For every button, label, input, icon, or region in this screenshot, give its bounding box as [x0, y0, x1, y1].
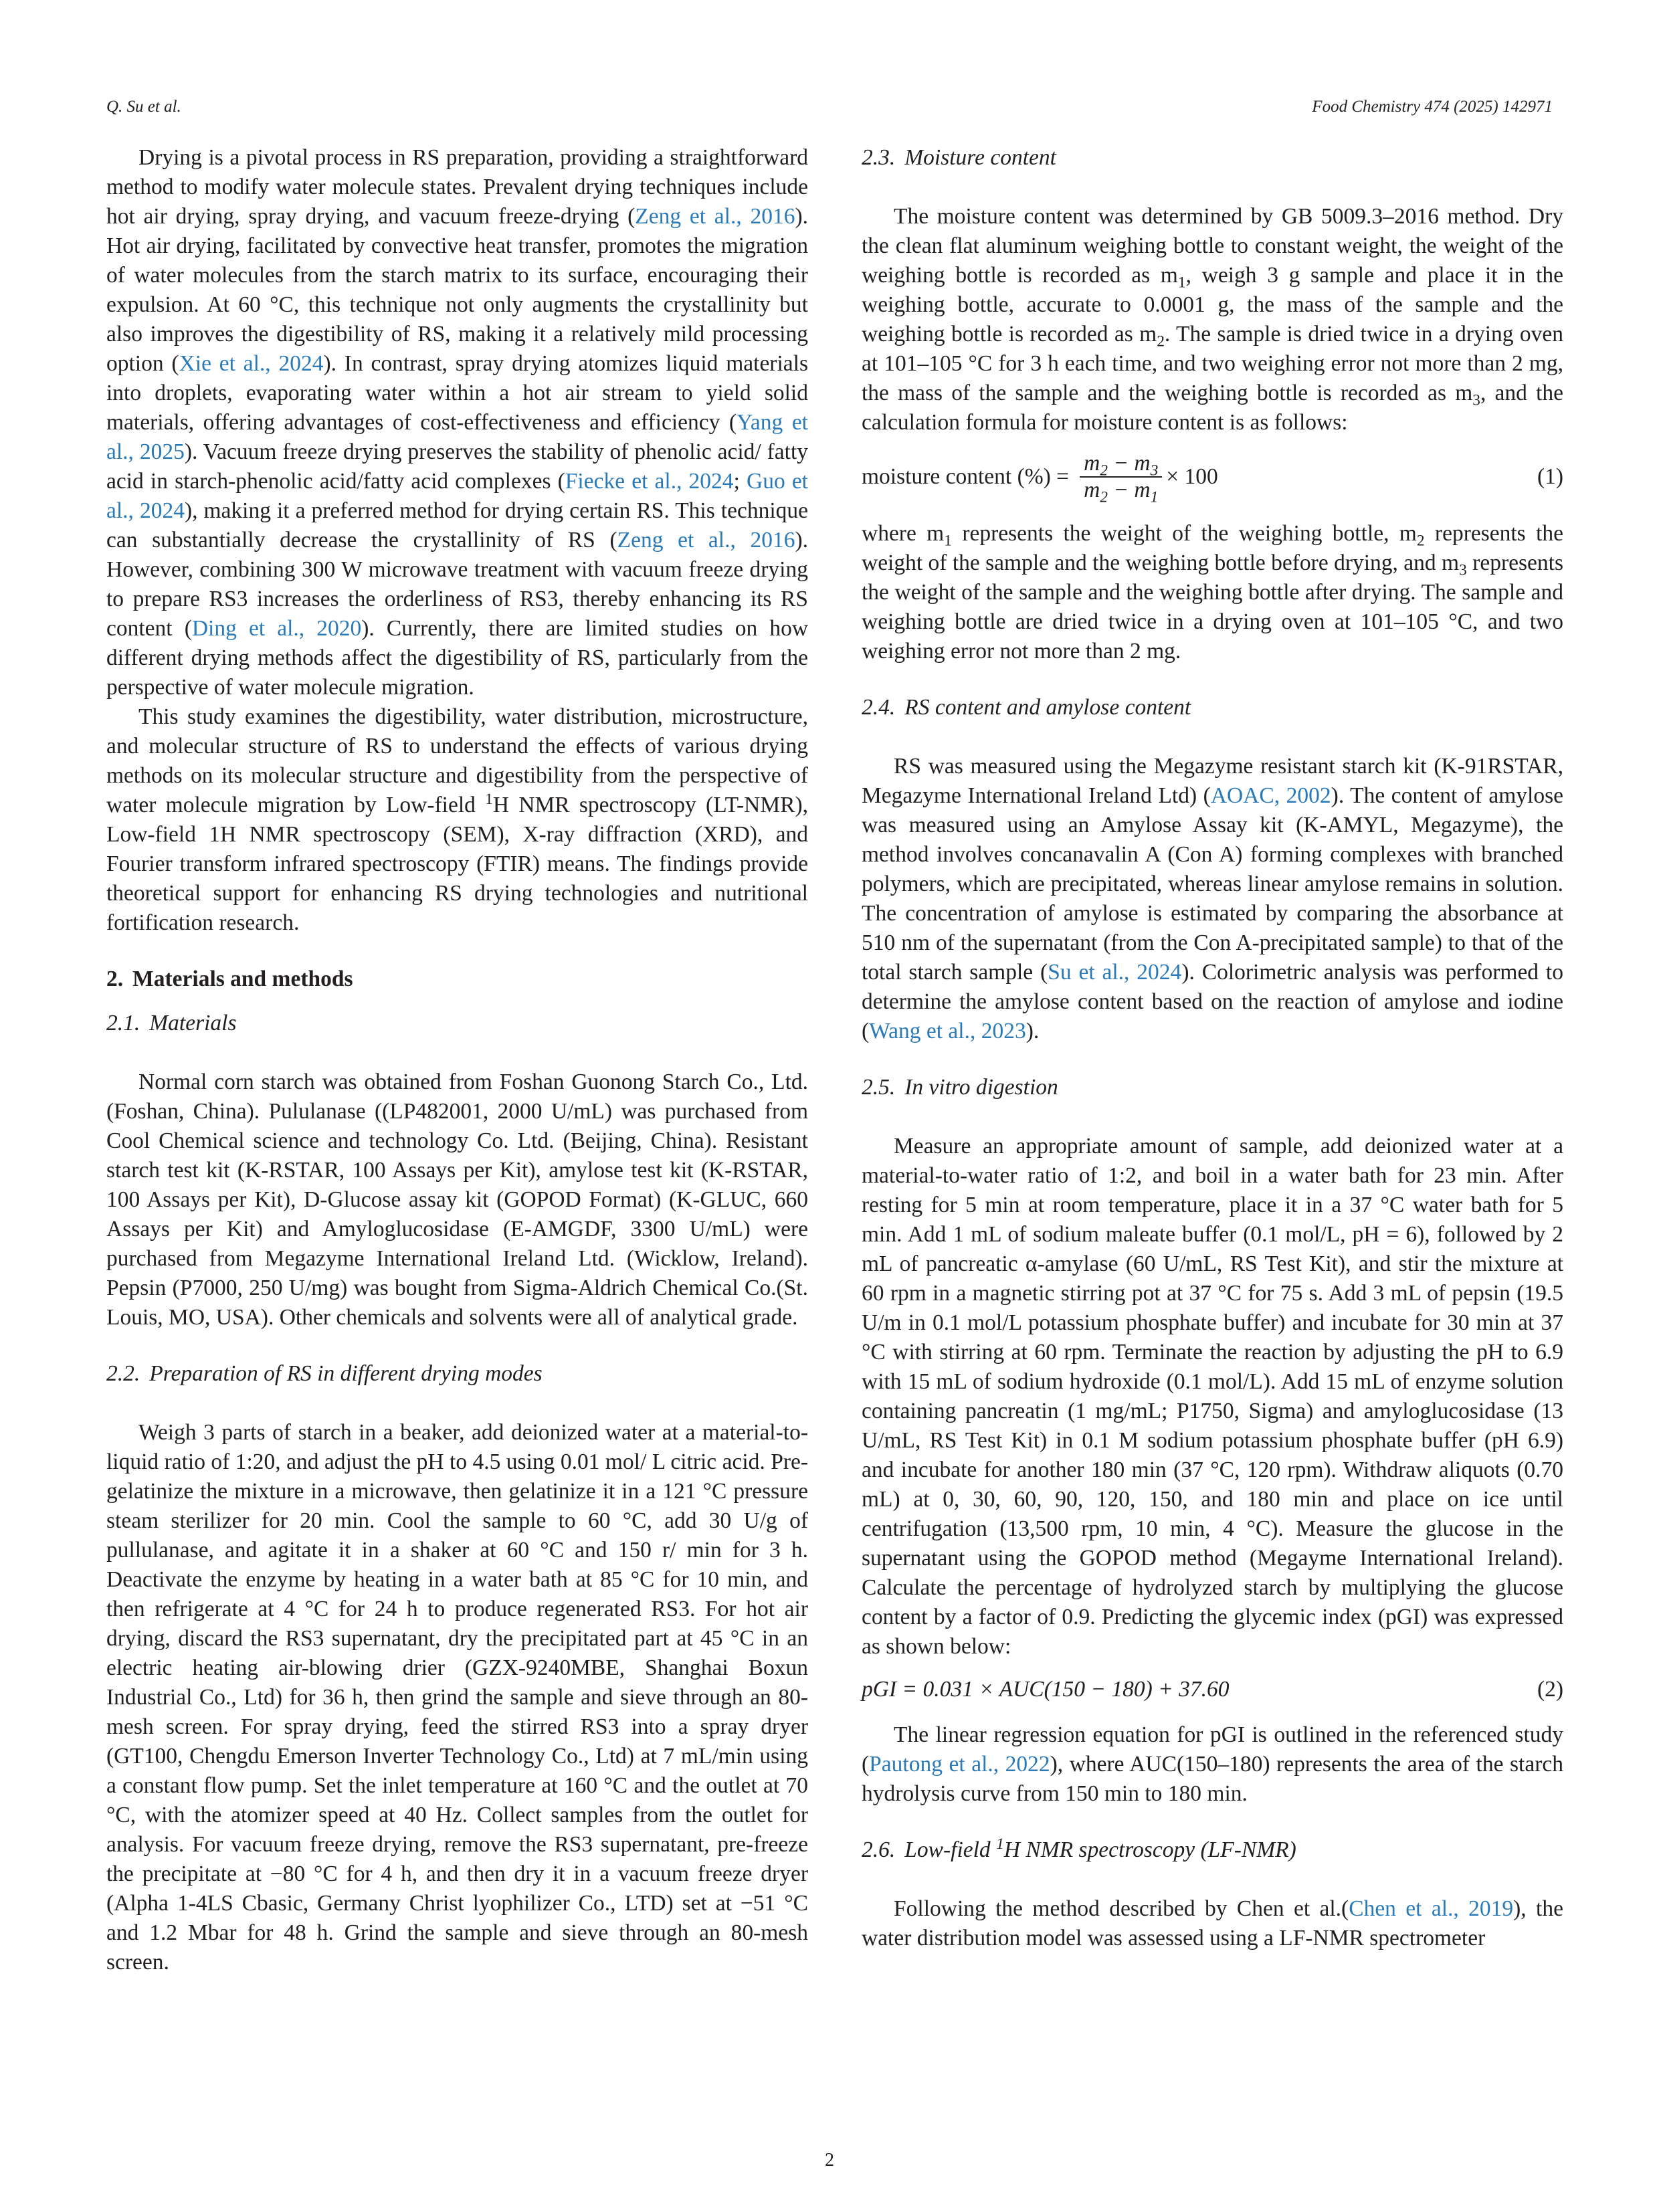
citation-link[interactable]: Xie et al., 2024 [179, 351, 324, 376]
paragraph-pgi: The linear regression equation for pGI i… [862, 1722, 1563, 1806]
page-number: 2 [825, 2150, 834, 2171]
paragraph-drying-intro: Drying is a pivotal process in RS prepar… [106, 145, 809, 700]
equation-1-number: (1) [1537, 464, 1563, 489]
citation-link[interactable]: Zeng et al., 2016 [635, 204, 795, 229]
paragraph-moisture: The moisture content was determined by G… [862, 204, 1564, 435]
subsection-heading-lf-nmr: 2.6.Low-field 1H NMR spectroscopy (LF-NM… [862, 1835, 1296, 1862]
equation-2-body: pGI = 0.031 × AUC(150 − 180) + 37.60 [862, 1677, 1230, 1702]
subsection-heading-moisture: 2.3.Moisture content [862, 145, 1056, 170]
equation-1-fraction: m2 − m3 m2 − m1 [1080, 451, 1163, 505]
subsection-heading-rs-content: 2.4.RS content and amylose content [862, 695, 1191, 720]
paragraph-lf-nmr: Following the method described by Chen e… [862, 1896, 1563, 1950]
paragraph-study-aim: This study examines the digestibility, w… [106, 704, 808, 935]
citation-link[interactable]: Wang et al., 2023 [869, 1019, 1026, 1043]
citation-link[interactable]: Su et al., 2024 [1048, 960, 1182, 985]
subsection-heading-in-vitro-digestion: 2.5.In vitro digestion [862, 1075, 1058, 1100]
paragraph-moisture-where: where m1 represents the weight of the we… [862, 521, 1564, 664]
left-column: Drying is a pivotal process in RS prepar… [106, 143, 808, 1977]
right-column: 2.3.Moisture content The moisture conten… [862, 143, 1563, 1953]
subsection-heading-preparation: 2.2.Preparation of RS in different dryin… [106, 1361, 543, 1386]
citation-link[interactable]: Yang et al., 2025 [106, 410, 808, 464]
citation-link[interactable]: Chen et al., 2019 [1349, 1896, 1514, 1921]
citation-link[interactable]: Pautong et al., 2022 [869, 1752, 1050, 1777]
paragraph-preparation: Weigh 3 parts of starch in a beaker, add… [106, 1420, 808, 1975]
running-header-authors: Q. Su et al. [106, 98, 181, 116]
citation-link[interactable]: Zeng et al., 2016 [617, 528, 795, 552]
citation-link[interactable]: Fiecke et al., 2024 [565, 469, 734, 494]
subsection-heading-materials: 2.1.Materials [106, 1011, 237, 1035]
equation-1-lhs: moisture content (%) = [862, 464, 1070, 489]
section-heading-materials-methods: 2.Materials and methods [106, 967, 353, 991]
equation-2: pGI = 0.031 × AUC(150 − 180) + 37.60 (2) [862, 1675, 1563, 1704]
paragraph-materials: Normal corn starch was obtained from Fos… [106, 1070, 808, 1330]
citation-link[interactable]: Guo et al., 2024 [106, 469, 808, 523]
paragraph-in-vitro-digestion: Measure an appropriate amount of sample,… [862, 1134, 1563, 1659]
citation-link[interactable]: Ding et al., 2020 [191, 616, 362, 641]
citation-link[interactable]: AOAC, 2002 [1210, 783, 1331, 808]
equation-2-number: (2) [1537, 1677, 1563, 1702]
equation-1: moisture content (%) = m2 − m3 m2 − m1 ×… [862, 451, 1563, 506]
running-header-journal: Food Chemistry 474 (2025) 142971 [1312, 98, 1553, 116]
paragraph-rs-content: RS was measured using the Megazyme resis… [862, 754, 1563, 1043]
